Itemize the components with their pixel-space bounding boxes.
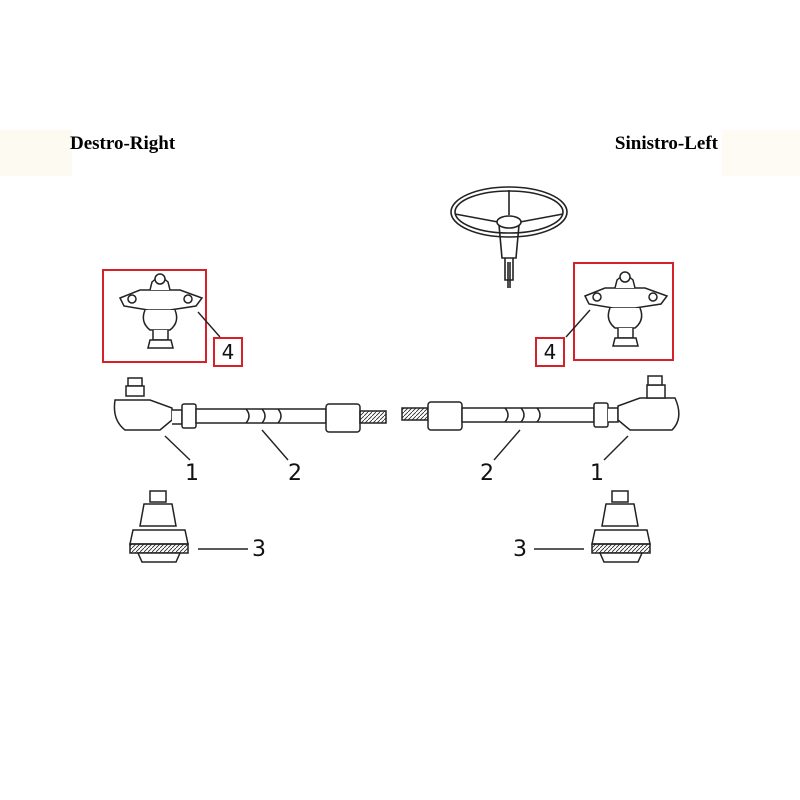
background-tint-right: [722, 130, 800, 176]
upper-ball-joint-right: [118, 273, 204, 349]
upper-ball-joint-left: [583, 271, 669, 347]
leader-line-2-right: [261, 429, 289, 461]
highlight-box-upper-left: [573, 262, 674, 361]
steering-wheel-icon: [450, 186, 568, 288]
tie-rod-assembly-right: [113, 377, 387, 433]
label-1-left: 1: [590, 461, 604, 486]
label-3-left: 3: [513, 537, 527, 562]
leader-line-4-right: [197, 311, 221, 338]
background-tint-left: [0, 130, 72, 176]
label-2-right: 2: [288, 461, 302, 486]
leader-line-4-left: [565, 309, 591, 338]
label-3-right: 3: [252, 537, 266, 562]
tie-rod-assembly-left: [401, 375, 680, 431]
label-1-right: 1: [185, 461, 199, 486]
leader-line-2-left: [493, 429, 521, 461]
label-2-left: 2: [480, 461, 494, 486]
highlight-box-upper-right: [102, 269, 207, 363]
lower-ball-joint-left: [591, 490, 651, 563]
lower-ball-joint-right: [129, 490, 189, 563]
callout-4-left: 4: [535, 337, 565, 367]
leader-line-1-right: [164, 435, 191, 461]
title-sinistro-left: Sinistro-Left: [614, 133, 718, 154]
callout-4-right: 4: [213, 337, 243, 367]
title-destro-right: Destro-Right: [70, 133, 176, 154]
leader-line-1-left: [603, 435, 629, 461]
